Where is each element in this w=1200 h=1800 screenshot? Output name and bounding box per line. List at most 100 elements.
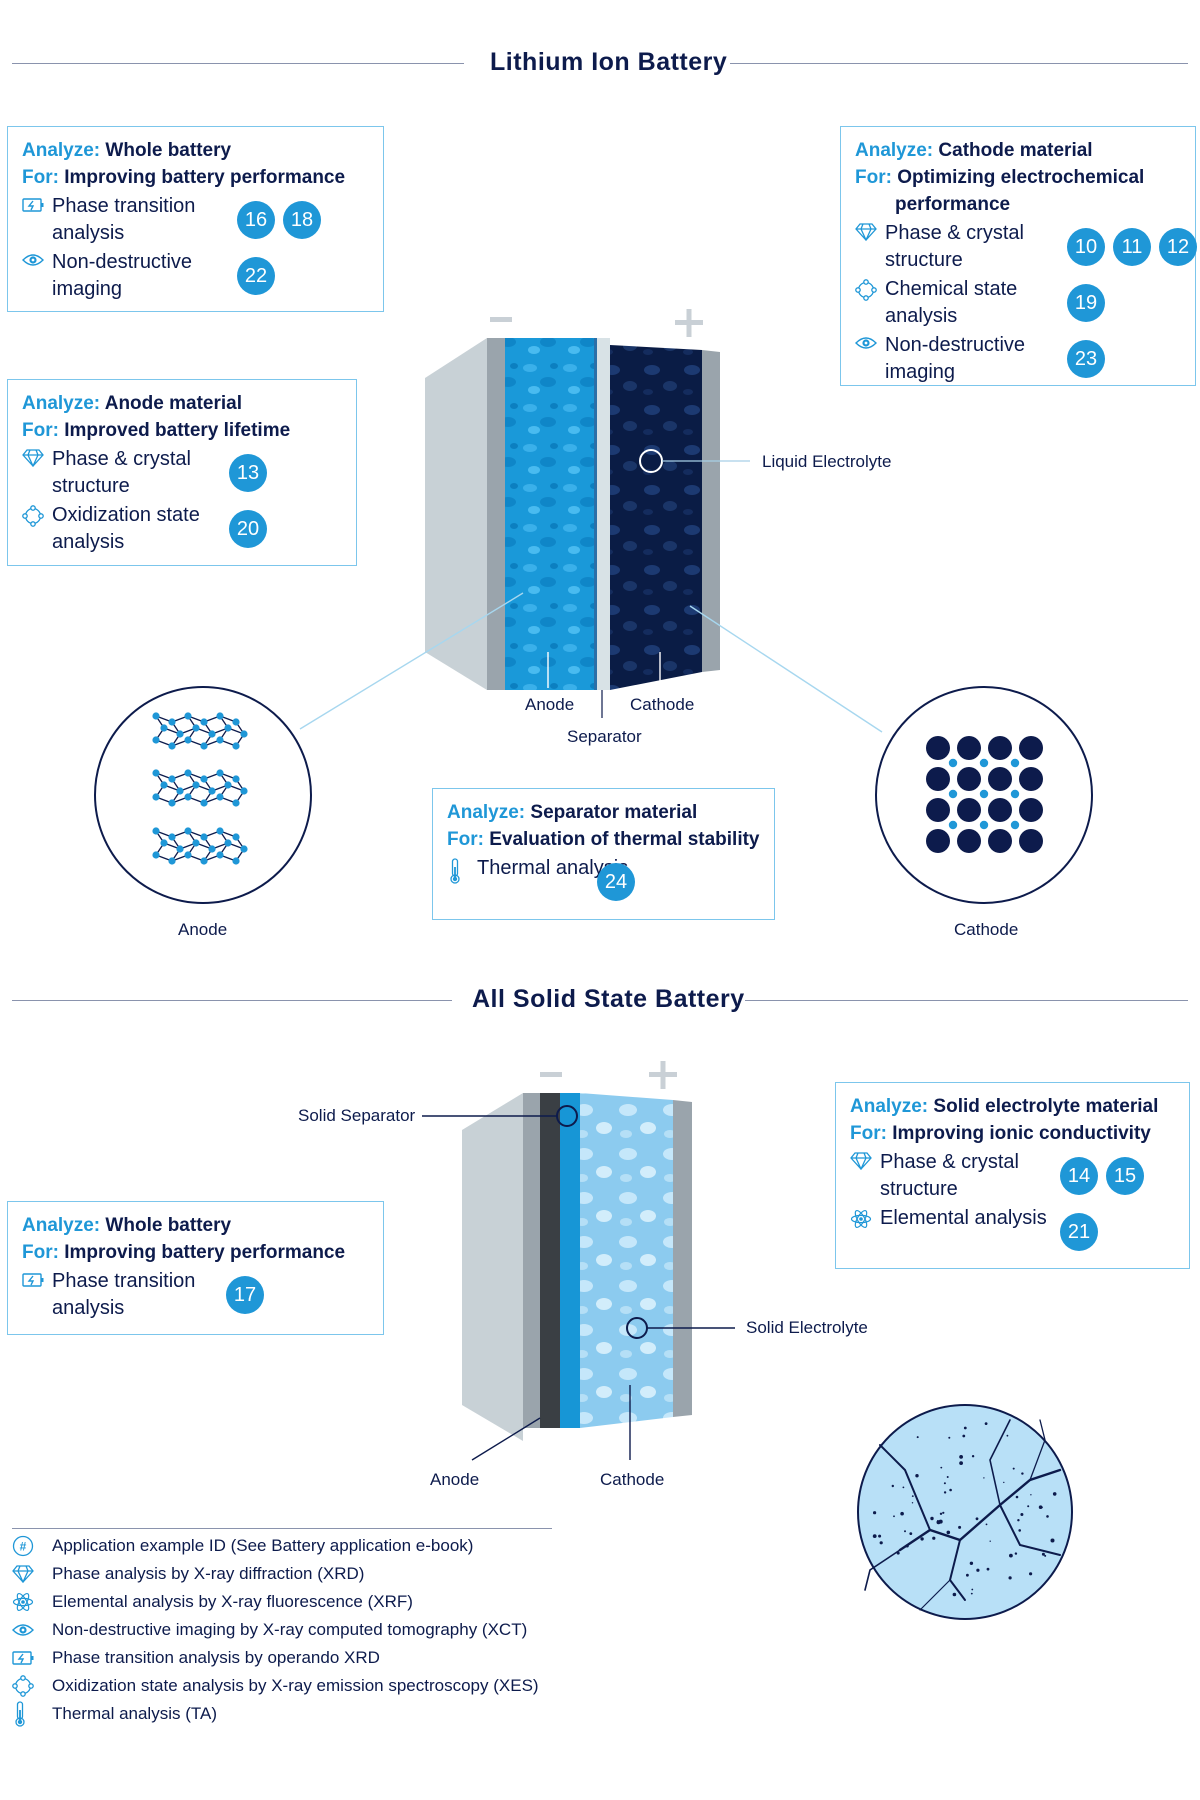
application-id-badge[interactable]: 15 bbox=[1106, 1157, 1144, 1195]
carbon-atom bbox=[216, 793, 224, 801]
carbon-atom bbox=[192, 839, 200, 847]
crack-speck bbox=[969, 1561, 974, 1566]
carbon-atom bbox=[200, 833, 208, 841]
analysis-method: Non-destructive imaging bbox=[52, 251, 193, 300]
crack-speck bbox=[1020, 1513, 1024, 1516]
carbon-atom bbox=[216, 736, 224, 744]
application-id-badge[interactable]: 14 bbox=[1060, 1157, 1098, 1195]
carbon-atom bbox=[168, 742, 176, 750]
carbon-atom bbox=[232, 833, 240, 841]
graphene-layer bbox=[152, 827, 248, 865]
application-id-badge[interactable]: 22 bbox=[237, 257, 275, 295]
badge-group: 20 bbox=[229, 510, 267, 548]
crack-speck bbox=[943, 1491, 947, 1494]
legend-text: Thermal analysis (TA) bbox=[52, 1704, 217, 1723]
crack-speck bbox=[939, 1512, 943, 1516]
application-id-badge[interactable]: 10 bbox=[1067, 228, 1105, 266]
crack-speck bbox=[1015, 1495, 1019, 1499]
analyze-keyword: Analyze: bbox=[447, 802, 526, 823]
crack-speck bbox=[878, 1534, 882, 1538]
legend-item: Oxidization state analysis by X-ray emis… bbox=[12, 1672, 539, 1700]
analysis-method: Oxidization state analysis bbox=[52, 504, 200, 553]
application-id-badge[interactable]: 23 bbox=[1067, 340, 1105, 378]
application-id-badge[interactable]: 24 bbox=[597, 863, 635, 901]
crack-speck bbox=[900, 1511, 904, 1516]
application-id-badge[interactable]: 16 bbox=[237, 201, 275, 239]
cathode-current-collector bbox=[702, 350, 720, 672]
eye-icon bbox=[12, 1624, 34, 1636]
graphene-layer bbox=[152, 712, 248, 750]
label-solid-separator: Solid Separator bbox=[298, 1106, 416, 1125]
oxidization-icon bbox=[855, 279, 877, 301]
thermometer-icon bbox=[450, 858, 460, 884]
analysis-icon-wrap bbox=[855, 332, 885, 351]
metal-oxide-sphere bbox=[1019, 798, 1043, 822]
lithium-ion-dot bbox=[948, 789, 958, 799]
analysis-icon-wrap bbox=[22, 249, 52, 268]
application-id-badge[interactable]: 12 bbox=[1159, 228, 1197, 266]
metal-oxide-sphere bbox=[1019, 767, 1043, 791]
thermometer-icon bbox=[15, 1701, 25, 1727]
carbon-atom bbox=[152, 712, 160, 720]
anode-current-collector bbox=[487, 338, 505, 690]
analysis-method: Non-destructive imaging bbox=[885, 334, 1026, 383]
carbon-atom bbox=[168, 857, 176, 865]
analysis-row: Non-destructive imaging 22 bbox=[22, 249, 369, 303]
application-id-badge[interactable]: 17 bbox=[226, 1276, 264, 1314]
crack-speck bbox=[909, 1532, 913, 1535]
section-rule-right bbox=[745, 1000, 1188, 1001]
legend-text: Phase analysis by X-ray diffraction (XRD… bbox=[52, 1564, 365, 1583]
lithium-ion-dot bbox=[979, 789, 989, 799]
crack-speck bbox=[985, 1523, 988, 1526]
crack-speck bbox=[983, 1477, 985, 1479]
for-keyword: For: bbox=[850, 1123, 887, 1144]
crack-speck bbox=[946, 1530, 951, 1535]
carbon-atom bbox=[184, 736, 192, 744]
analysis-method: Phase & crystal structure bbox=[880, 1151, 1019, 1200]
crack-speck bbox=[915, 1474, 919, 1478]
phase-transition-icon bbox=[12, 1651, 34, 1665]
legend-item: Phase transition analysis by operando XR… bbox=[12, 1644, 539, 1672]
application-id-badge[interactable]: 21 bbox=[1060, 1213, 1098, 1251]
application-id-badge[interactable]: 18 bbox=[283, 201, 321, 239]
metal-oxide-sphere bbox=[957, 736, 981, 760]
crack-speck bbox=[896, 1551, 900, 1555]
analyze-keyword: Analyze: bbox=[22, 393, 101, 414]
solid-cathode-collector bbox=[673, 1100, 692, 1417]
for-purpose: Optimizing electrochemical bbox=[897, 167, 1145, 188]
carbon-atom bbox=[200, 775, 208, 783]
lithium-ion-dot bbox=[1010, 820, 1020, 830]
crack-speck bbox=[938, 1519, 943, 1524]
crack-pattern bbox=[864, 1419, 1062, 1611]
for-keyword: For: bbox=[447, 829, 484, 850]
analysis-icon-wrap bbox=[447, 855, 477, 884]
plus-sign-v bbox=[686, 309, 692, 337]
legend-text: Elemental analysis by X-ray fluorescence… bbox=[52, 1592, 413, 1611]
crack-speck bbox=[943, 1482, 946, 1485]
crack-speck bbox=[930, 1516, 934, 1521]
carbon-atom bbox=[160, 724, 168, 732]
badge-group: 17 bbox=[226, 1276, 264, 1314]
card-for-line: For: Optimizing electrochemical bbox=[855, 164, 1181, 191]
for-purpose: Improved battery lifetime bbox=[64, 420, 291, 441]
label-liquid-electrolyte: Liquid Electrolyte bbox=[762, 452, 892, 471]
application-id-badge[interactable]: 13 bbox=[229, 454, 267, 492]
legend-icon-wrap bbox=[12, 1701, 52, 1727]
legend-item: Phase analysis by X-ray diffraction (XRD… bbox=[12, 1560, 539, 1588]
analysis-method: Thermal analysis bbox=[477, 857, 629, 879]
analysis-icon-wrap bbox=[22, 1268, 52, 1289]
crack-speck bbox=[1018, 1529, 1021, 1532]
application-id-badge[interactable]: 11 bbox=[1113, 228, 1151, 266]
application-id-badge[interactable]: 19 bbox=[1067, 284, 1105, 322]
carbon-atom bbox=[224, 724, 232, 732]
crack-speck bbox=[1046, 1515, 1049, 1518]
carbon-atom bbox=[160, 839, 168, 847]
label-separator: Separator bbox=[567, 727, 642, 746]
metal-oxide-sphere bbox=[926, 736, 950, 760]
diamond-icon bbox=[12, 1565, 34, 1583]
application-id-badge[interactable]: 20 bbox=[229, 510, 267, 548]
crack-speck bbox=[891, 1484, 894, 1488]
metal-oxide-sphere bbox=[957, 829, 981, 853]
